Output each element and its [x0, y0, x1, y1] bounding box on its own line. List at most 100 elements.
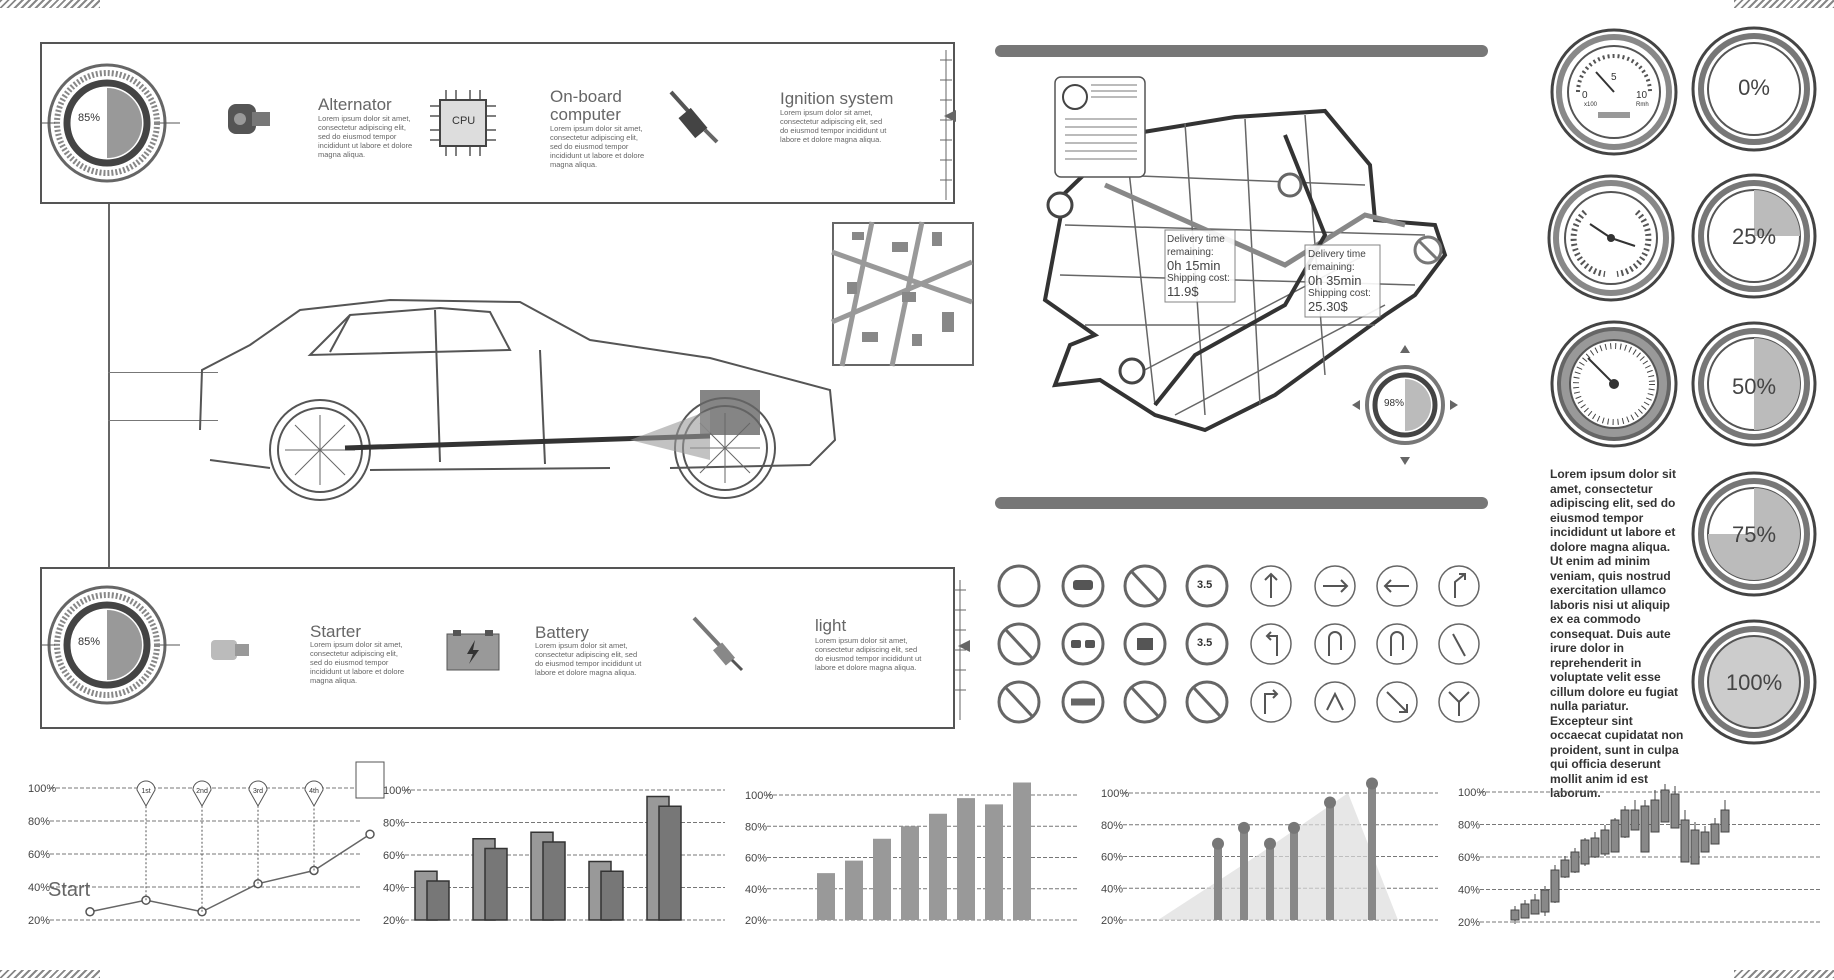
starter-desc: Lorem ipsum dolor sit amet, consectetur …	[310, 640, 405, 685]
battery-icon	[446, 630, 500, 671]
map-mini-gauge	[1352, 345, 1458, 465]
bar	[600, 870, 624, 921]
y-tick-label: 40%	[383, 883, 405, 895]
candle-body	[1600, 829, 1610, 855]
bar	[957, 798, 975, 920]
ignition-system-title: Ignition system	[780, 89, 894, 108]
delivery-1-line4: Shipping cost:	[1167, 273, 1230, 284]
y-tick-label: 80%	[745, 821, 767, 833]
candle-body	[1690, 829, 1700, 865]
bar-cap	[1324, 796, 1336, 809]
delivery-1-line1: Delivery time	[1167, 234, 1225, 245]
corner-stripe-top-left	[0, 0, 100, 8]
y-tick-label: 40%	[1101, 883, 1123, 895]
percent-ring-0	[1691, 26, 1817, 152]
cpu-icon	[430, 90, 496, 156]
delivery-1-line3: 0h 15min	[1167, 258, 1221, 273]
y-tick-label: 40%	[28, 882, 50, 894]
bar-cap	[1288, 821, 1300, 834]
starter-title: Starter	[310, 622, 362, 641]
top-panel-gauge	[40, 63, 180, 183]
callout-note	[355, 761, 385, 799]
candle-body	[1650, 799, 1660, 833]
bar	[817, 873, 835, 920]
delivery-1-line5: 11.9$	[1167, 284, 1199, 299]
y-tick-label: 100%	[1101, 788, 1129, 800]
y-tick-label: 80%	[383, 818, 405, 830]
y-tick-label: 80%	[28, 816, 50, 828]
candle-body	[1710, 823, 1720, 845]
bar	[1013, 782, 1031, 920]
y-tick-label: 60%	[745, 853, 767, 865]
bar	[1240, 827, 1248, 920]
bar-cap	[1238, 821, 1250, 834]
bar	[542, 841, 566, 921]
percent-ring-75	[1691, 471, 1817, 597]
y-tick-label: 100%	[383, 785, 411, 797]
bar	[845, 860, 863, 920]
cpu-icon-label: CPU	[452, 115, 476, 127]
percent-ring-25	[1691, 173, 1817, 299]
bar	[1266, 843, 1274, 920]
candle-body	[1520, 903, 1530, 919]
spark-plug-icon	[669, 90, 719, 144]
battery-title: Battery	[535, 623, 589, 642]
map-header-bar	[995, 45, 1488, 57]
marker-label: 4th	[309, 788, 319, 795]
candle-body	[1630, 809, 1640, 831]
traffic-signs-grid	[997, 564, 1480, 724]
start-label: Start	[48, 879, 91, 901]
y-tick-label: 60%	[383, 850, 405, 862]
y-tick-label: 100%	[745, 790, 773, 802]
speedometer-unit-right: Rmh	[1636, 102, 1649, 108]
connector-horizontal	[108, 372, 218, 373]
bar	[1368, 783, 1376, 920]
battery-desc: Lorem ipsum dolor sit amet, consectetur …	[535, 641, 642, 677]
alternator-title: Alternator	[318, 95, 392, 114]
bottom-gauge-value: 85%	[78, 636, 101, 648]
y-tick-label: 20%	[383, 915, 405, 927]
y-tick-label: 20%	[28, 915, 50, 927]
candle-body	[1550, 869, 1560, 903]
y-tick-label: 60%	[1458, 852, 1480, 864]
speedometer-tick-10: 10	[1636, 90, 1648, 101]
bar	[873, 838, 891, 920]
percent-label-75: 75%	[1731, 522, 1777, 547]
no-vehicles-sign-icon	[997, 564, 1041, 608]
lollipop-chart: 100%80%60%40%20%	[1101, 777, 1438, 927]
marker-pin	[136, 780, 156, 808]
light-title: light	[815, 616, 847, 635]
corner-stripe-top-right	[1734, 0, 1834, 8]
y-tick-label: 20%	[745, 915, 767, 927]
bar-cap	[1212, 837, 1224, 850]
on-board-computer-desc: Lorem ipsum dolor sit amet, consectetur …	[550, 124, 645, 169]
bottom-panel-gauge	[40, 585, 180, 705]
area-shade	[1158, 793, 1398, 920]
percent-label-0: 0%	[1738, 75, 1770, 100]
mini-city-map	[831, 221, 974, 367]
candle-body	[1610, 819, 1620, 853]
percent-ring-100	[1691, 619, 1817, 745]
candle-body	[1570, 851, 1580, 873]
candle-body	[1580, 839, 1590, 865]
y-tick-label: 100%	[1458, 787, 1486, 799]
bar	[929, 813, 947, 920]
candle-body	[1660, 789, 1670, 823]
alternator-desc: Lorem ipsum dolor sit amet, consectetur …	[318, 114, 413, 159]
tachometer-dial	[1550, 320, 1678, 448]
candle-body	[1700, 831, 1710, 853]
marker-pin	[248, 780, 268, 808]
y-tick-label: 20%	[1458, 917, 1480, 929]
bar-cap	[1366, 777, 1378, 790]
bottom-panel-ruler	[954, 580, 970, 720]
bar	[1326, 802, 1334, 920]
y-tick-label: 80%	[1101, 820, 1123, 832]
candle-body	[1640, 805, 1650, 853]
speed-limit-sign-2-text: 3.5	[1197, 637, 1213, 649]
percent-label-25: 25%	[1731, 224, 1777, 249]
bottom-component-panel	[40, 567, 955, 729]
delivery-2-line5: 25.30$	[1308, 299, 1348, 314]
y-tick-label: 40%	[745, 884, 767, 896]
series-line	[89, 833, 371, 913]
